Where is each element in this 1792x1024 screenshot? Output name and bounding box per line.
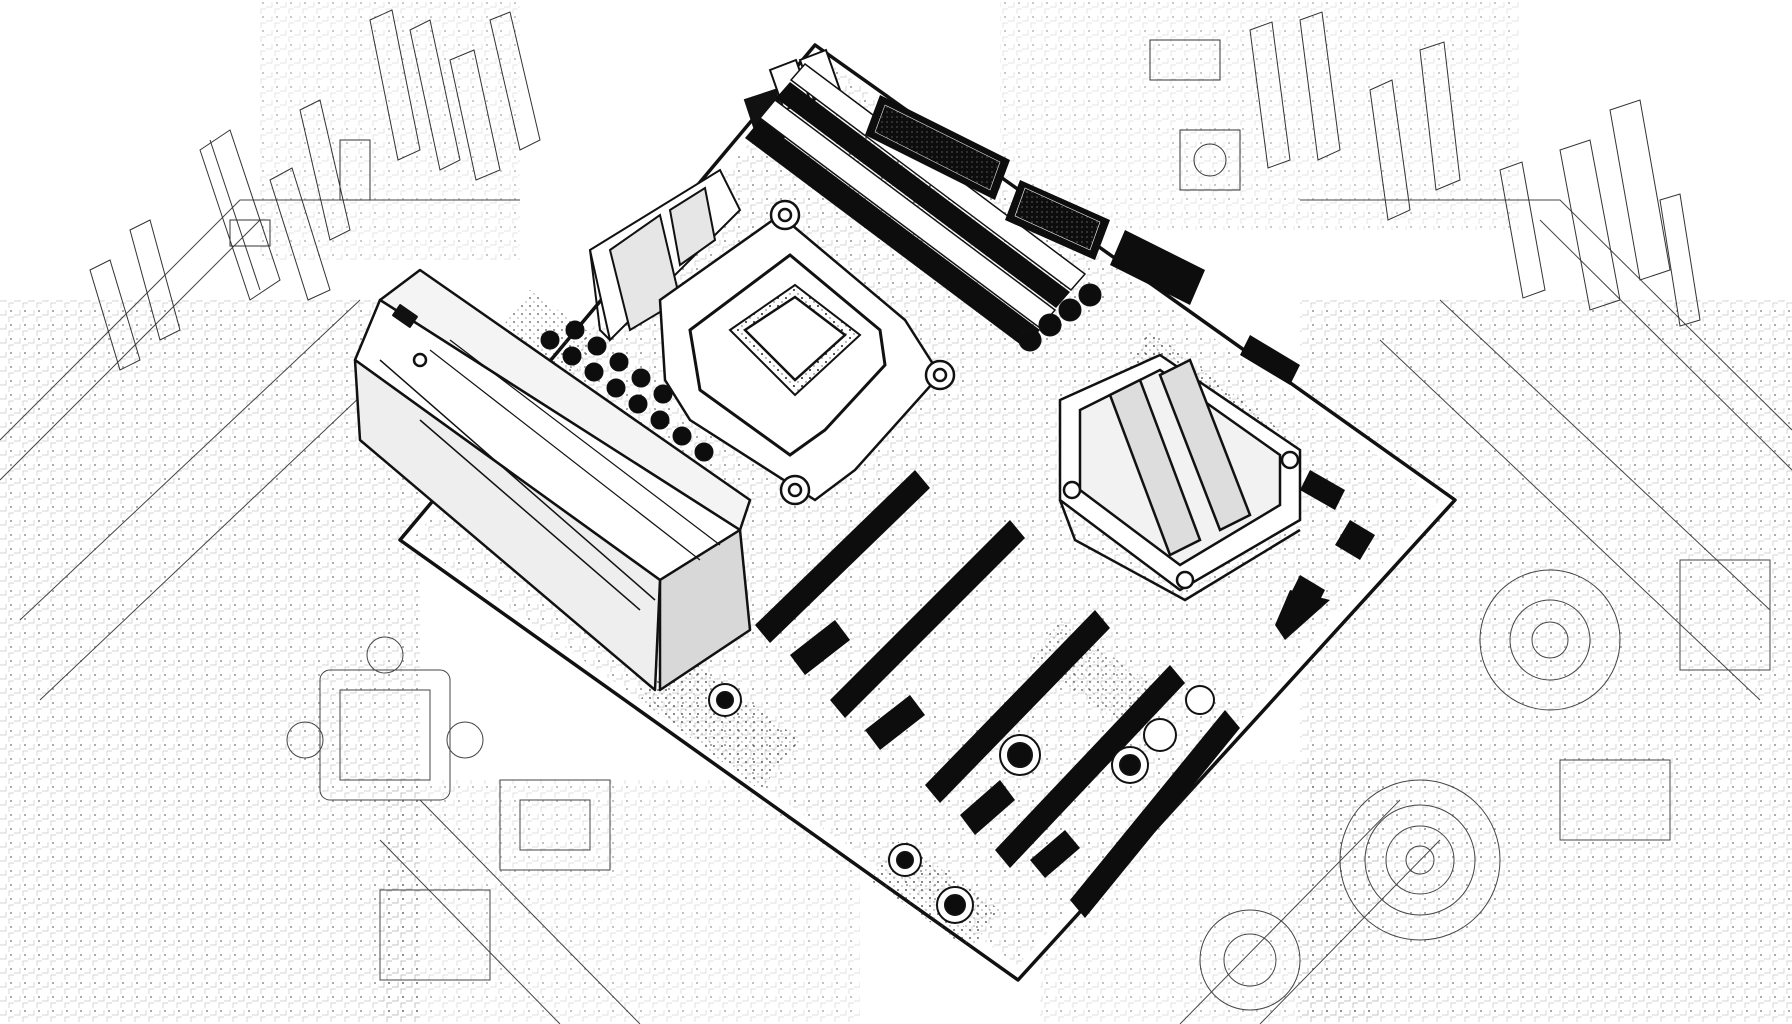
ram-slots <box>745 62 1087 348</box>
motherboard <box>398 43 1457 982</box>
psu-base <box>353 358 662 692</box>
pcie-slot-3 <box>925 610 1110 803</box>
audio-capacitors <box>708 683 1215 924</box>
io-chips <box>1275 470 1375 640</box>
bg-turbine-right <box>1199 559 1771 1011</box>
cpu-power-connector <box>1005 180 1300 385</box>
pcie-slot-2 <box>830 520 1025 718</box>
cpu-socket <box>658 199 956 506</box>
psu-side <box>658 528 752 692</box>
ram-slot-4 <box>789 62 1087 292</box>
pcie-slot-5 <box>1070 710 1240 918</box>
atx-power-connector <box>865 95 1010 200</box>
pcie-slots <box>755 470 1240 918</box>
right-skyline <box>1149 11 1701 327</box>
chipset-heatsink <box>1058 353 1302 602</box>
ram-slot-1 <box>745 120 1040 348</box>
pcie-slot-4 <box>995 665 1185 868</box>
bg-socket-left <box>286 636 611 981</box>
power-supply-block <box>353 268 752 692</box>
pcie-slot-1 <box>755 470 930 643</box>
ram-slot-3 <box>776 82 1070 308</box>
capacitor-row <box>540 283 1102 462</box>
left-skyline <box>89 9 541 371</box>
